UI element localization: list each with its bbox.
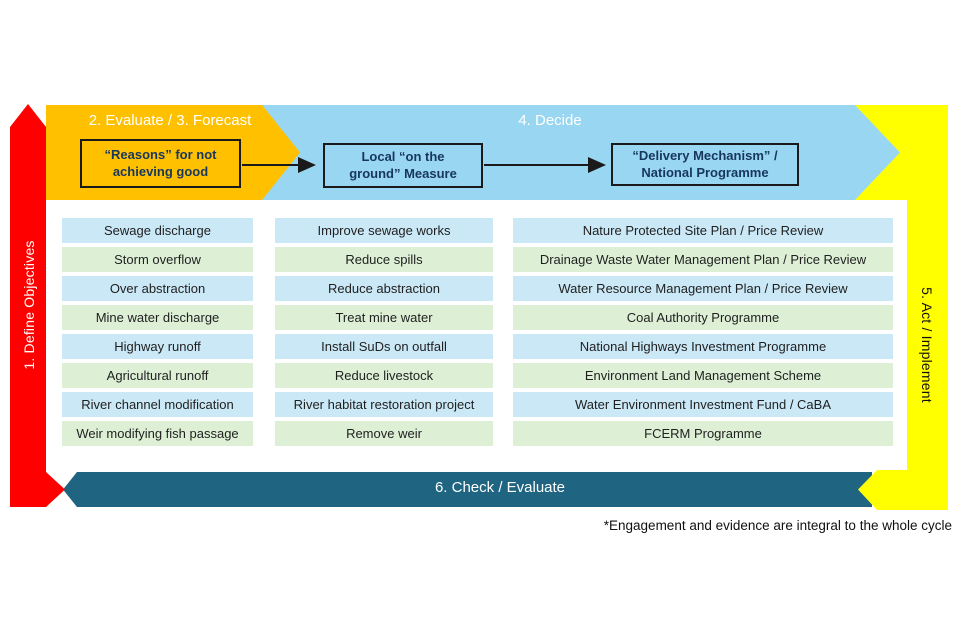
- list-item: FCERM Programme: [513, 421, 893, 446]
- define-objectives-arrow-shape: [10, 104, 65, 507]
- list-item: Treat mine water: [275, 305, 493, 330]
- list-item: Remove weir: [275, 421, 493, 446]
- header-box-delivery-line2: National Programme: [641, 164, 769, 180]
- list-item: River habitat restoration project: [275, 392, 493, 417]
- list-item: Drainage Waste Water Management Plan / P…: [513, 247, 893, 272]
- column-reasons: Sewage discharge Storm overflow Over abs…: [62, 218, 253, 450]
- label-define-objectives: 1. Define Objectives: [21, 240, 37, 370]
- header-box-local-measure-line2: ground” Measure: [349, 165, 457, 181]
- list-item: Coal Authority Programme: [513, 305, 893, 330]
- header-box-delivery-line1: “Delivery Mechanism” /: [632, 147, 778, 163]
- label-evaluate-forecast: 2. Evaluate / 3. Forecast: [88, 112, 252, 129]
- label-check-evaluate: 6. Check / Evaluate: [434, 479, 566, 496]
- list-item: Agricultural runoff: [62, 363, 253, 388]
- header-box-local-measure: Local “on the ground” Measure: [323, 143, 483, 188]
- label-act-implement: 5. Act / Implement: [919, 287, 935, 403]
- column-delivery-mechanisms: Nature Protected Site Plan / Price Revie…: [513, 218, 893, 450]
- list-item: Reduce spills: [275, 247, 493, 272]
- list-item: Reduce abstraction: [275, 276, 493, 301]
- header-box-local-measure-line1: Local “on the: [361, 148, 445, 164]
- footnote: *Engagement and evidence are integral to…: [603, 518, 952, 533]
- list-item: National Highways Investment Programme: [513, 334, 893, 359]
- label-decide: 4. Decide: [518, 112, 582, 129]
- list-item: Mine water discharge: [62, 305, 253, 330]
- list-item: Sewage discharge: [62, 218, 253, 243]
- check-evaluate-arrow-shape: [63, 472, 872, 507]
- header-box-reasons-line1: “Reasons” for not: [104, 146, 217, 162]
- list-item: Storm overflow: [62, 247, 253, 272]
- list-item: Improve sewage works: [275, 218, 493, 243]
- list-item: River channel modification: [62, 392, 253, 417]
- list-item: Highway runoff: [62, 334, 253, 359]
- column-measures: Improve sewage works Reduce spills Reduc…: [275, 218, 493, 450]
- list-item: Over abstraction: [62, 276, 253, 301]
- list-item: Install SuDs on outfall: [275, 334, 493, 359]
- act-implement-arrow-shape: [855, 105, 948, 510]
- list-item: Nature Protected Site Plan / Price Revie…: [513, 218, 893, 243]
- list-item: Environment Land Management Scheme: [513, 363, 893, 388]
- header-box-delivery-mechanism: “Delivery Mechanism” / National Programm…: [611, 143, 799, 186]
- list-item: Water Environment Investment Fund / CaBA: [513, 392, 893, 417]
- header-box-reasons-line2: achieving good: [112, 163, 209, 179]
- list-item: Water Resource Management Plan / Price R…: [513, 276, 893, 301]
- header-box-reasons: “Reasons” for not achieving good: [80, 139, 241, 188]
- list-item: Weir modifying fish passage: [62, 421, 253, 446]
- list-item: Reduce livestock: [275, 363, 493, 388]
